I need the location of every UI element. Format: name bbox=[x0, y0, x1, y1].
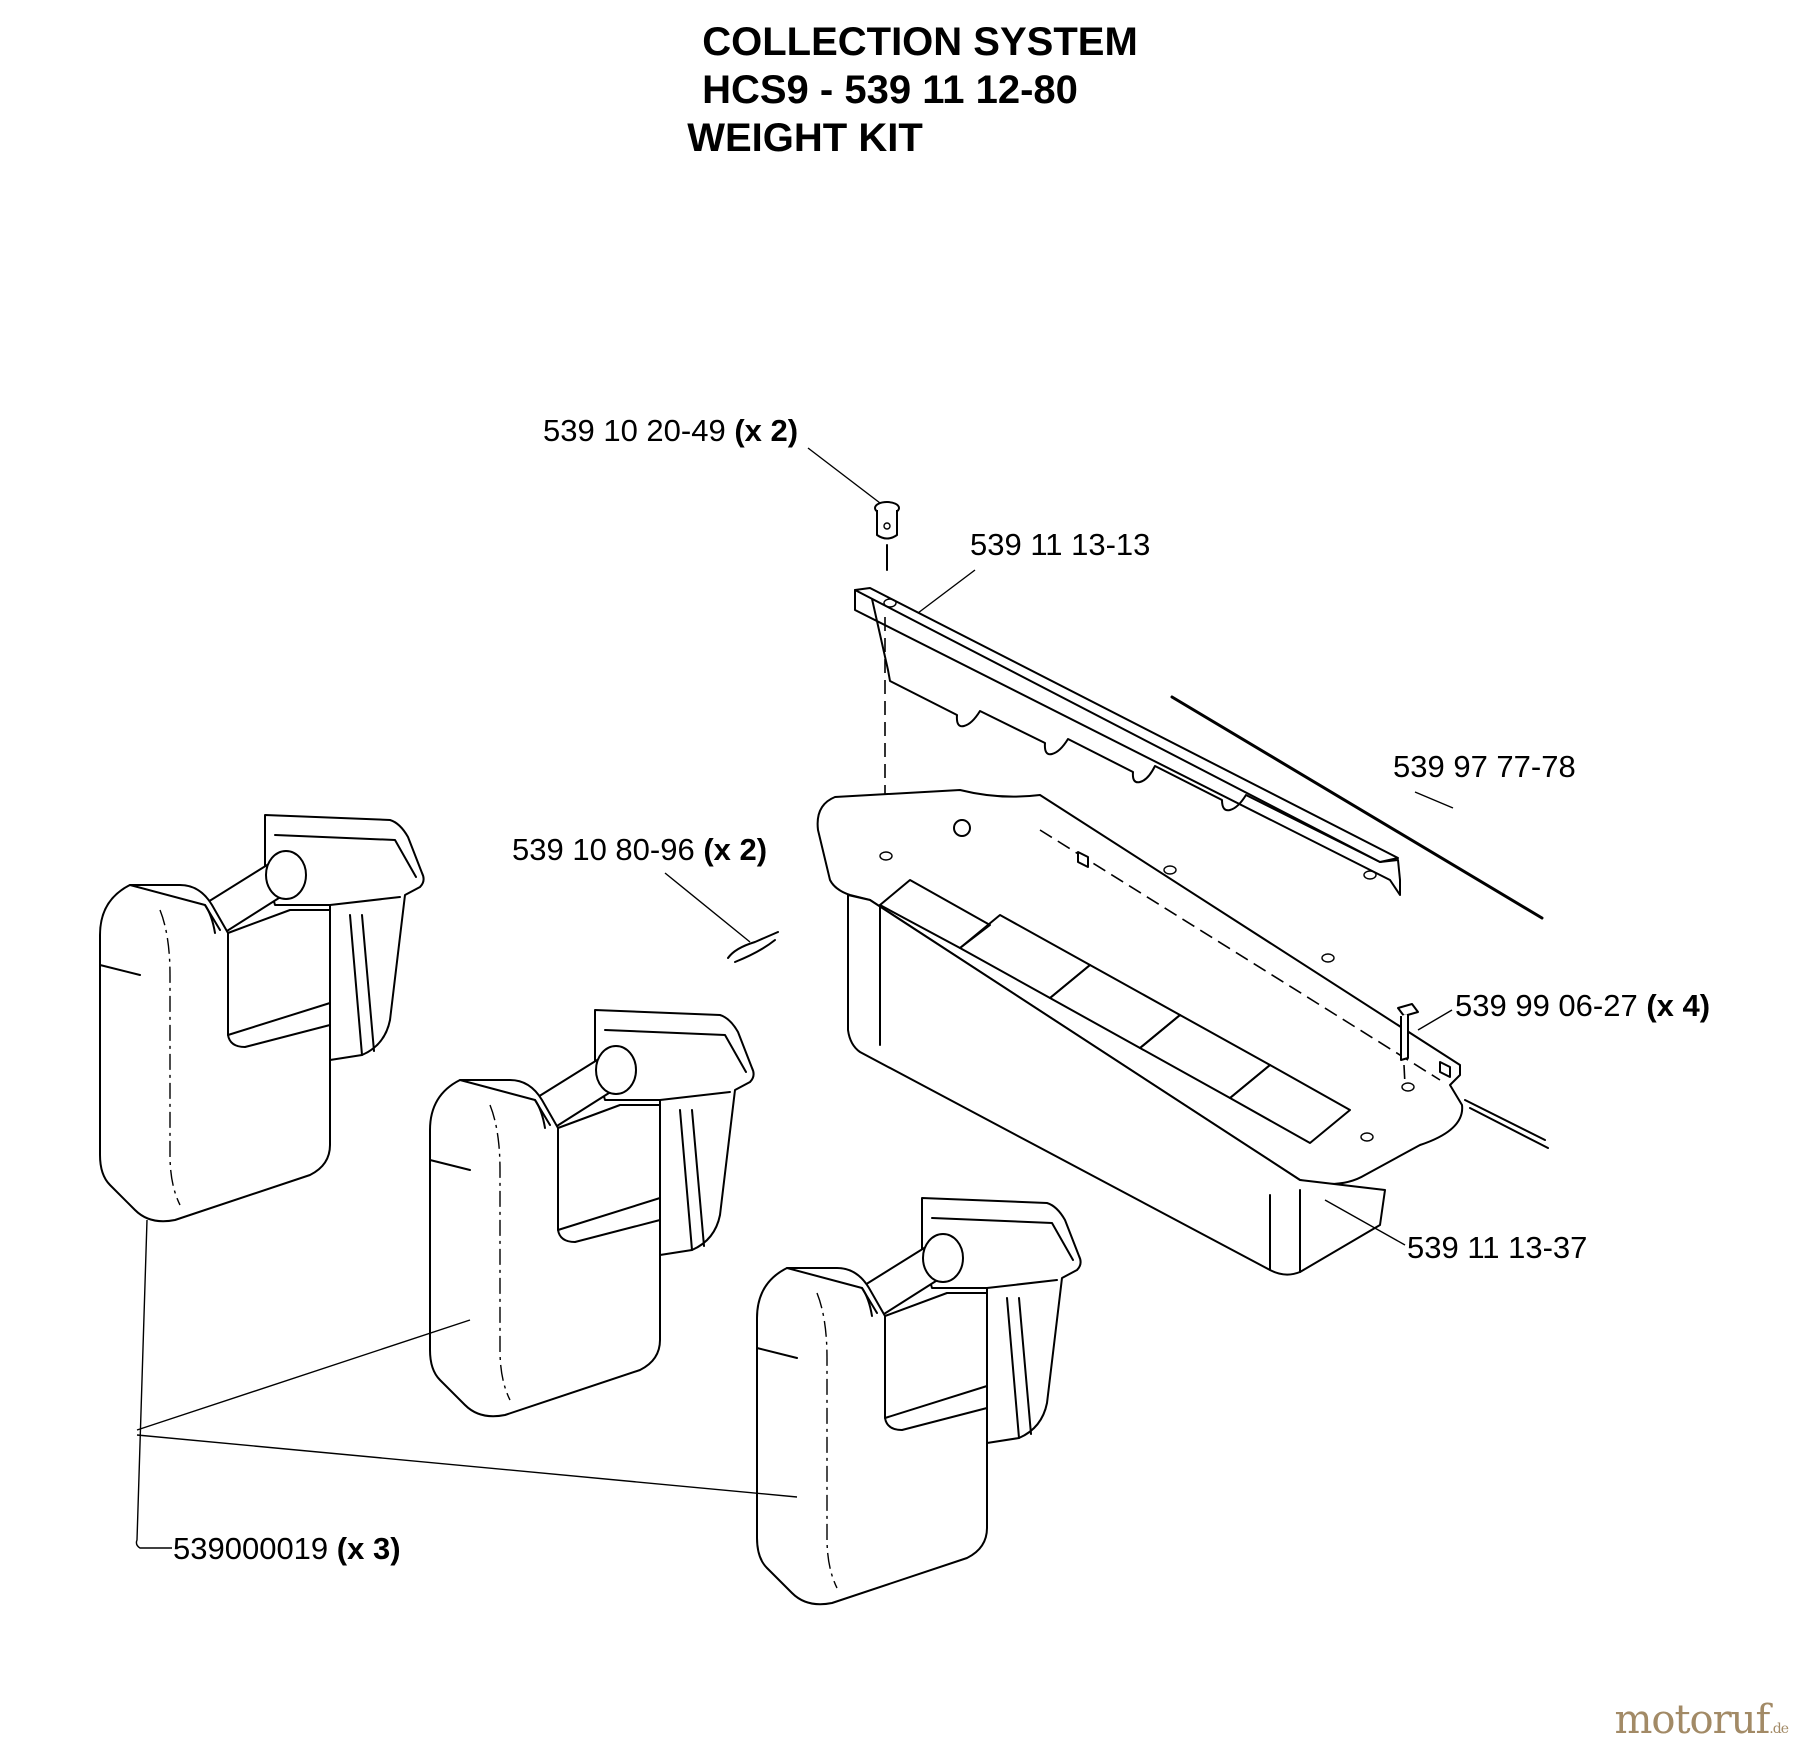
hex-bolt bbox=[1397, 1003, 1419, 1061]
weight-bracket-bar bbox=[854, 587, 1401, 896]
weight-1 bbox=[99, 814, 425, 1223]
leader-pin bbox=[807, 447, 881, 504]
clevis-pin bbox=[874, 501, 900, 540]
watermark-logo: motoruf.de bbox=[1614, 1697, 1789, 1743]
title-line-3: WEIGHT KIT bbox=[687, 116, 923, 160]
steel-rod bbox=[1170, 695, 1544, 920]
label-part-6: 539 11 13-37 bbox=[1407, 1230, 1587, 1265]
hairpin-clip bbox=[727, 931, 779, 963]
weight-3 bbox=[756, 1197, 1082, 1606]
weight-tray bbox=[816, 789, 1549, 1276]
title-line-1: COLLECTION SYSTEM bbox=[702, 20, 1138, 64]
label-part-2: 539 11 13-13 bbox=[970, 527, 1150, 562]
leader-weights bbox=[135, 1219, 172, 1549]
label-part-5: 539 99 06-27 (x 4) bbox=[1455, 988, 1710, 1023]
leader-tray bbox=[1324, 1199, 1406, 1246]
leader-bar bbox=[917, 569, 976, 614]
label-part-3: 539 97 77-78 bbox=[1393, 749, 1576, 784]
label-part-7: 539000019 (x 3) bbox=[173, 1531, 401, 1566]
label-part-1: 539 10 20-49 (x 2) bbox=[543, 413, 798, 448]
leader-rod bbox=[1414, 791, 1454, 809]
leader-bolt bbox=[1417, 1009, 1453, 1031]
label-part-4: 539 10 80-96 (x 2) bbox=[512, 832, 767, 867]
title-line-2: HCS9 - 539 11 12-80 bbox=[702, 68, 1078, 112]
leader-clip bbox=[664, 872, 751, 943]
weight-2 bbox=[429, 1009, 755, 1418]
